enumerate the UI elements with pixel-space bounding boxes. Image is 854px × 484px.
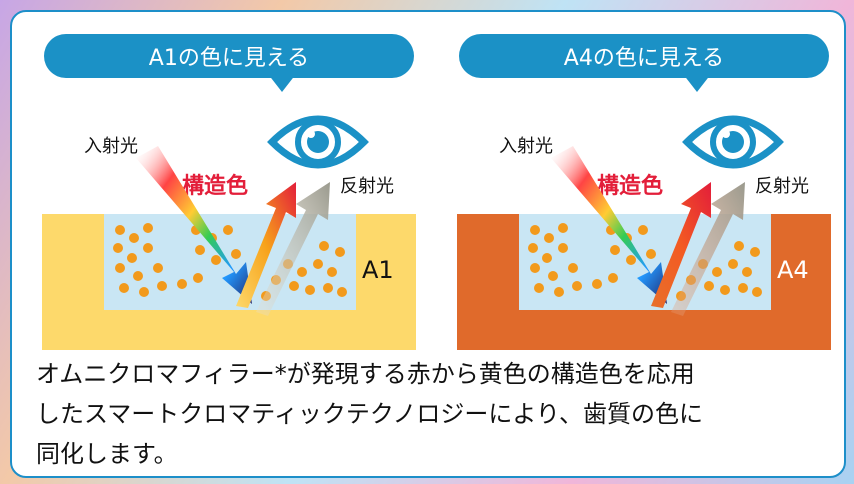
panel-banner: A4の色に見える [459, 34, 829, 78]
reflected-arrow [671, 182, 745, 316]
incident-light-label: 入射光 [84, 136, 138, 157]
structural-color-label: 構造色 [182, 174, 249, 199]
shade-code: A4 [777, 256, 809, 284]
filler-particles [113, 223, 347, 301]
incident-arrow [136, 146, 252, 304]
reflected-light-label: 反射光 [340, 176, 394, 197]
structural-arrow [236, 182, 296, 308]
shade-code: A1 [362, 256, 394, 284]
banner-text: A1の色に見える [148, 46, 310, 71]
structural-color-label: 構造色 [597, 174, 664, 199]
light-diagram [682, 115, 784, 169]
caption-line: したスマートクロマティックテクノロジーにより、歯質の色に [36, 400, 703, 428]
caption-line: オムニクロマフィラー*が発現する赤から黄色の構造色を応用 [36, 360, 695, 388]
reflected-light-label: 反射光 [755, 176, 809, 197]
eye-icon [682, 115, 784, 169]
incident-arrow [551, 146, 667, 304]
panel-a1: A1の色に見える [40, 34, 418, 352]
filler-particles [528, 223, 762, 301]
caption-line: 同化します。 [36, 440, 178, 468]
particles-and-arrows [528, 146, 762, 316]
eye-icon [267, 115, 369, 169]
caption-text: オムニクロマフィラー*が発現する赤から黄色の構造色を応用 したスマートクロマティ… [36, 354, 836, 474]
banner-text: A4の色に見える [563, 46, 725, 71]
infographic-card: A1の色に見える [10, 10, 846, 478]
incident-light-label: 入射光 [499, 136, 553, 157]
reflected-arrow [256, 182, 330, 316]
banner-pointer [268, 74, 296, 92]
panel-a4: A4の色に見える [455, 34, 833, 352]
structural-arrow [651, 182, 711, 308]
light-diagram [267, 115, 369, 169]
particles-and-arrows [113, 146, 347, 316]
banner-pointer [683, 74, 711, 92]
panel-banner: A1の色に見える [44, 34, 414, 78]
